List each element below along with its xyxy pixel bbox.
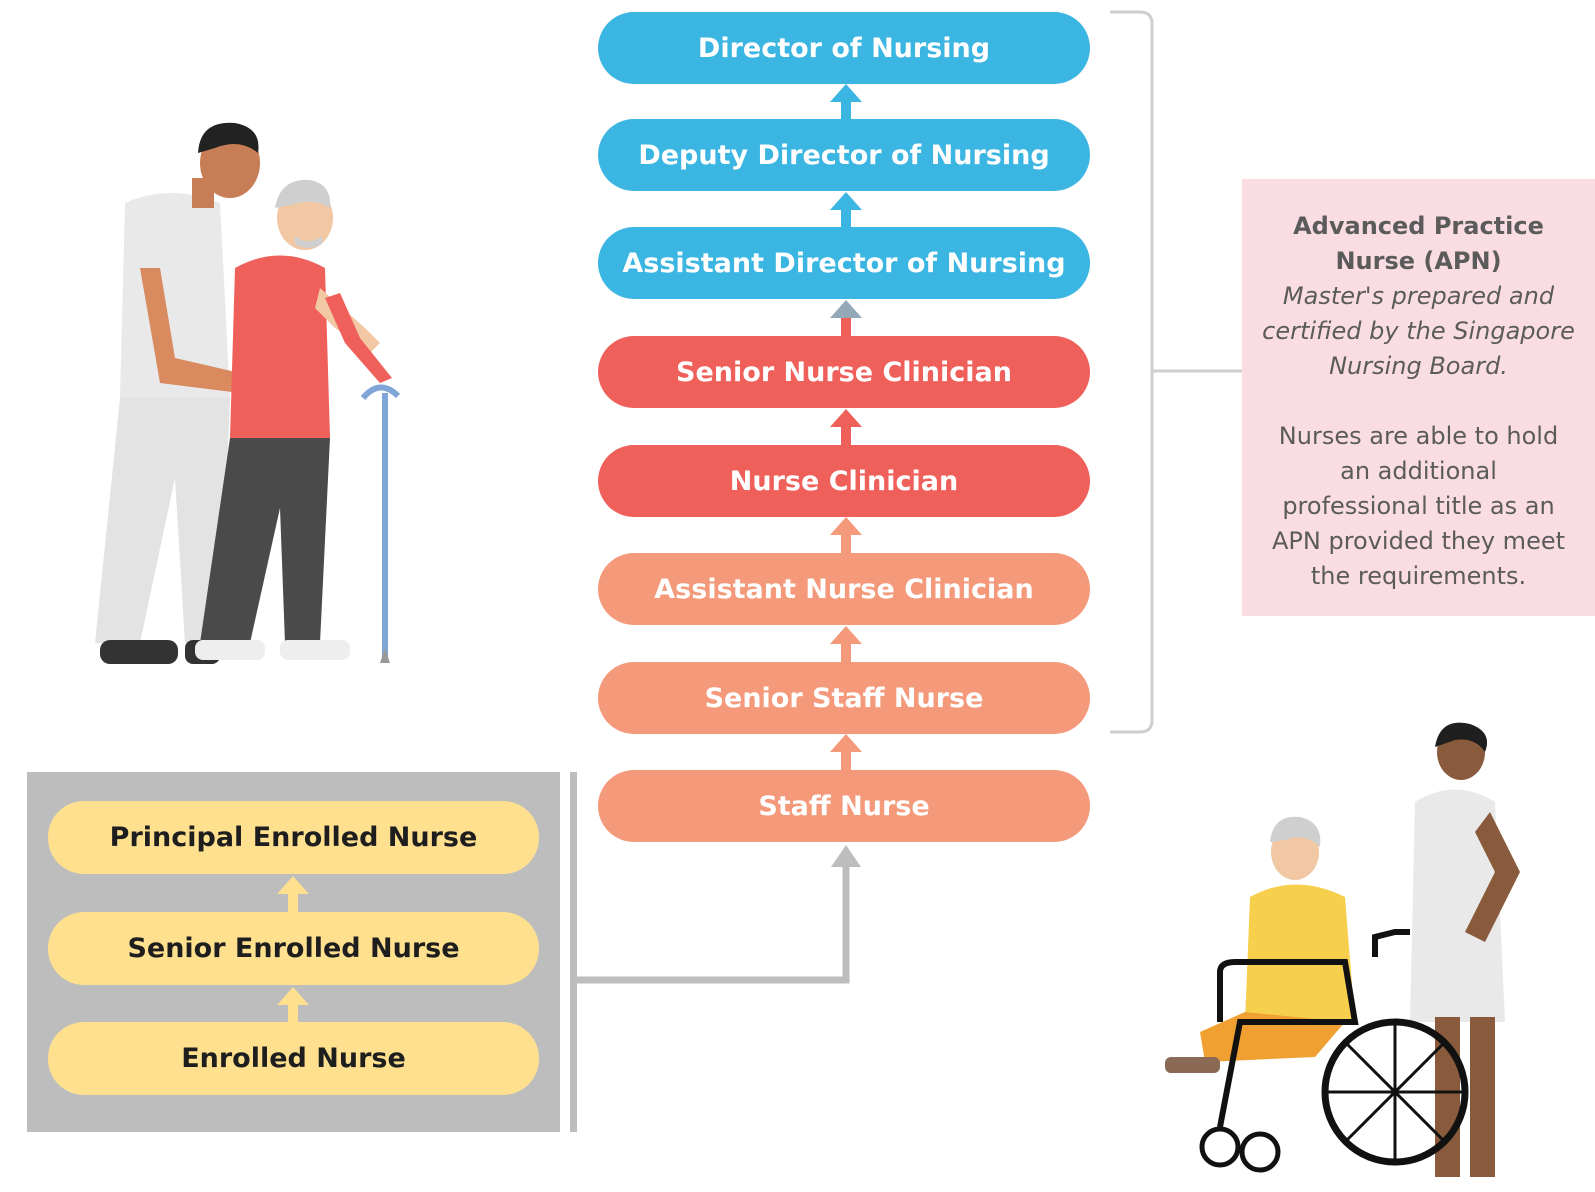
nurse-with-elderly-man-illustration	[95, 122, 401, 664]
arrow-snc-to-assistant-director	[830, 300, 862, 336]
nurse-with-wheelchair-illustration	[1165, 722, 1520, 1177]
enrolled-step-enrolled-nurse: Enrolled Nurse	[48, 1022, 539, 1095]
ladder-step-deputy-director-of-nursing: Deputy Director of Nursing	[598, 119, 1090, 191]
ladder-step-senior-nurse-clinician: Senior Nurse Clinician	[598, 336, 1090, 408]
arrow-assistant-to-deputy	[830, 192, 862, 228]
apn-description: Nurses are able to hold an additional pr…	[1272, 422, 1566, 590]
ladder-step-assistant-nurse-clinician: Assistant Nurse Clinician	[598, 553, 1090, 625]
ladder-step-assistant-director-of-nursing: Assistant Director of Nursing	[598, 227, 1090, 299]
enrolled-to-staff-connector	[577, 865, 850, 984]
arrow-sn-to-ssn	[830, 734, 862, 770]
arrow-en-to-sen	[277, 987, 309, 1023]
enrolled-step-senior-enrolled-nurse: Senior Enrolled Nurse	[48, 912, 539, 985]
arrow-nc-to-snc	[830, 409, 862, 445]
arrow-deputy-to-director	[830, 84, 862, 120]
arrow-ssn-to-anc	[830, 626, 862, 662]
apn-subtitle: Master's prepared and certified by the S…	[1262, 282, 1575, 380]
ladder-step-director-of-nursing: Director of Nursing	[598, 12, 1090, 84]
enrolled-nurse-bracket	[570, 772, 577, 1132]
apn-info-box: Advanced Practice Nurse (APN) Master's p…	[1242, 179, 1595, 616]
arrow-sen-to-pen	[277, 876, 309, 914]
enrolled-step-principal-enrolled-nurse: Principal Enrolled Nurse	[48, 801, 539, 874]
staff-nurse-entry-arrowhead	[831, 845, 861, 867]
arrow-anc-to-nc	[830, 517, 862, 553]
apn-title: Advanced Practice Nurse (APN)	[1293, 212, 1544, 275]
ladder-step-staff-nurse: Staff Nurse	[598, 770, 1090, 842]
ladder-step-senior-staff-nurse: Senior Staff Nurse	[598, 662, 1090, 734]
ladder-step-nurse-clinician: Nurse Clinician	[598, 445, 1090, 517]
